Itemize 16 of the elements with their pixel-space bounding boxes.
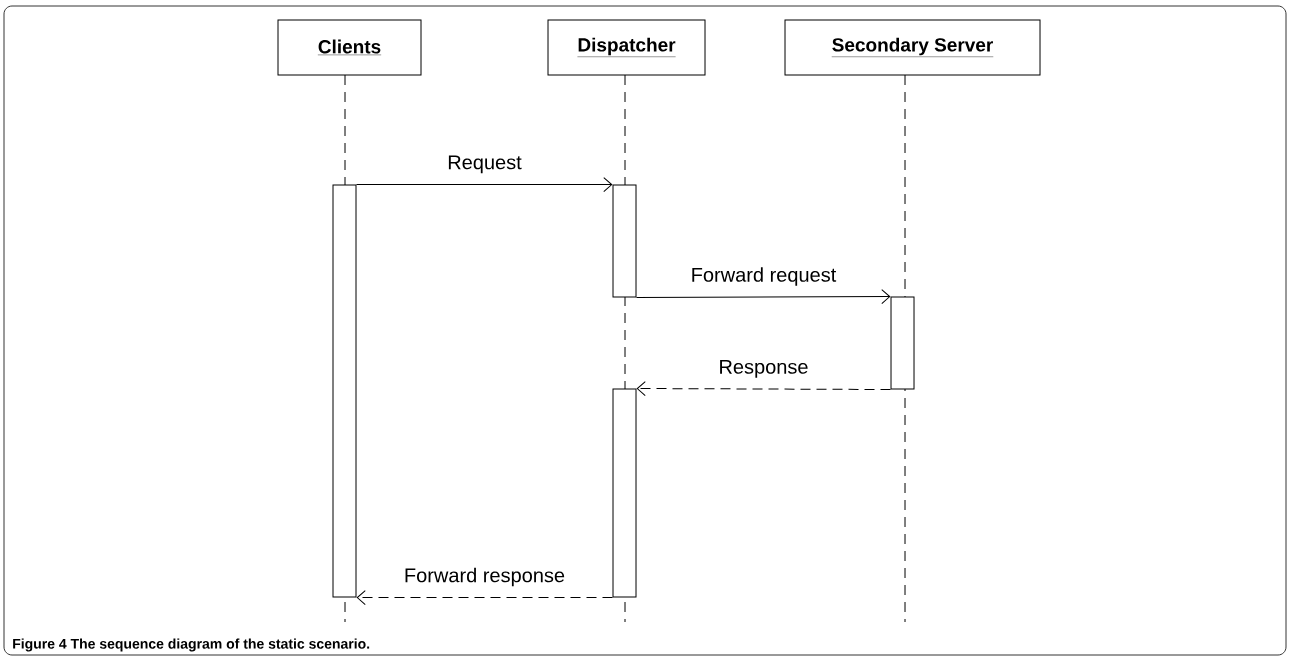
participant-box: Dispatcher: [547, 19, 706, 76]
figure-caption: Figure 4 The sequence diagram of the static scenario.: [13, 638, 370, 652]
message-arrow: [636, 381, 891, 397]
edge-label: Request: [448, 155, 522, 174]
participant-box: Secondary Server: [784, 19, 1041, 76]
activation-bar: [612, 388, 637, 598]
edge-label: Forward request: [692, 267, 837, 286]
activation-bar: [890, 296, 915, 390]
message-arrow: [636, 289, 891, 305]
message-arrow: [356, 590, 613, 605]
activation-bar: [612, 184, 637, 298]
participant-box: Clients: [277, 19, 422, 76]
activation-bar: [332, 184, 357, 598]
edge-label: Response: [720, 359, 808, 378]
edge-label: Forward response: [405, 567, 565, 587]
message-arrow: [356, 177, 613, 192]
